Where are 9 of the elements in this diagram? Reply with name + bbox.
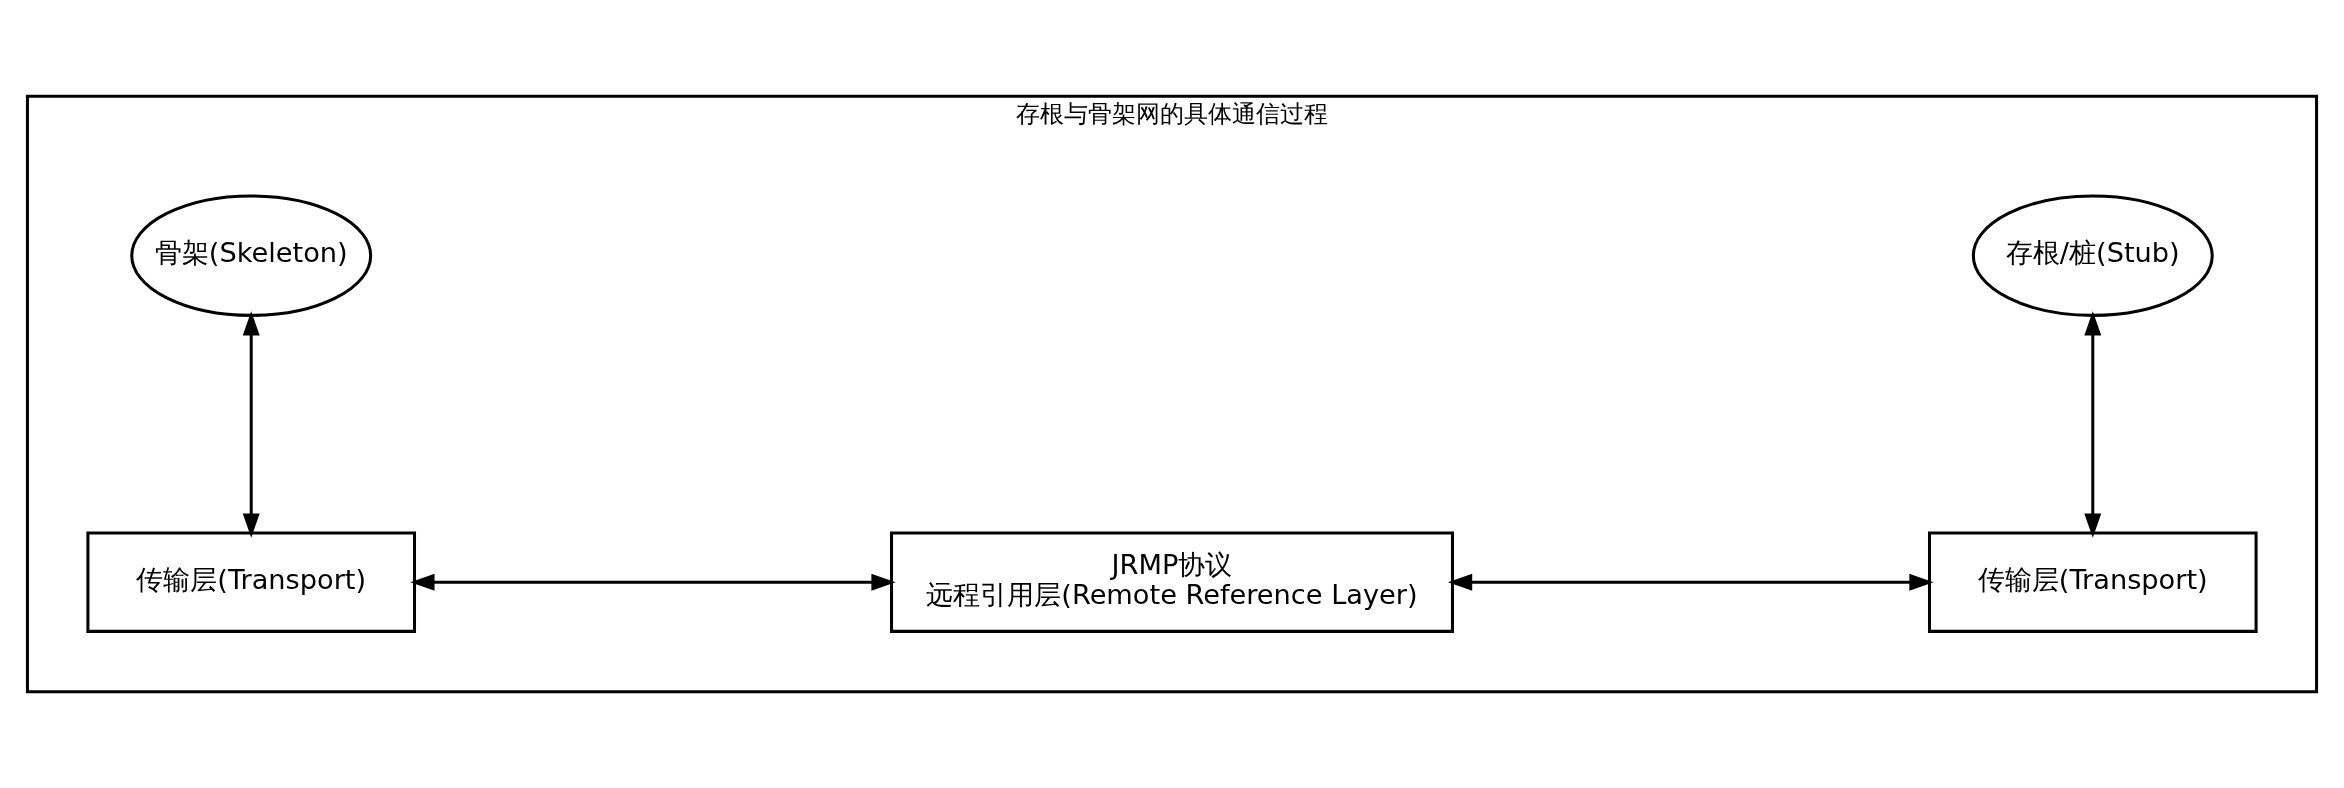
node-ellipse: 骨架(Skeleton) <box>130 194 373 317</box>
arrow <box>1447 573 1934 591</box>
arrow <box>242 311 260 538</box>
arrow <box>410 573 896 591</box>
arrow <box>2084 311 2102 538</box>
node-ellipse: 存根/桩(Stub) <box>1971 194 2214 317</box>
node-box: 传输层(Transport) <box>1928 531 2258 633</box>
node-box: 传输层(Transport) <box>86 531 416 633</box>
node-box: JRMP协议 远程引用层(Remote Reference Layer) <box>890 531 1454 633</box>
